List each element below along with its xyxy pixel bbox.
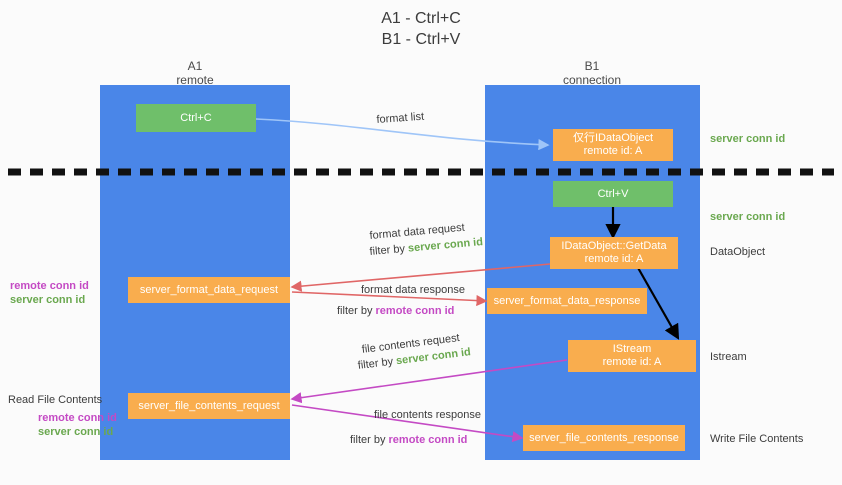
side-note-data-object: DataObject — [710, 245, 765, 259]
node-istream-remote-id: remote id: A — [602, 356, 662, 368]
side-note-server-conn-second: server conn id — [710, 210, 785, 224]
remote-conn-id-text-2: remote conn id — [388, 434, 468, 446]
node-idataobject-label: 仅行IDataObject — [572, 132, 654, 144]
node-server-file-contents-response-label: server_file_contents_response — [529, 431, 679, 444]
side-note-istream: Istream — [710, 350, 747, 364]
side-note-write-file-contents: Write File Contents — [710, 432, 803, 446]
node-ctrl-c-label: Ctrl+C — [180, 111, 212, 124]
edge-label-format-data-response-filter: filter by remote conn id — [337, 304, 454, 319]
node-ctrl-v-label: Ctrl+V — [597, 187, 629, 200]
node-server-format-data-request-label: server_format_data_request — [139, 283, 279, 296]
edge-label-format-list: format list — [376, 110, 425, 128]
node-idataobject-getdata[interactable]: IDataObject::GetData remote id: A — [550, 237, 678, 269]
node-server-format-data-response[interactable]: server_format_data_response — [487, 288, 647, 314]
node-server-file-contents-request-label: server_file_contents_request — [138, 399, 280, 412]
side-note-write-file-contents-text: Write File Contents — [710, 433, 804, 445]
column-a1-title: A1 — [187, 59, 203, 73]
column-header-a1: A1 remote — [130, 59, 260, 87]
edge-label-format-data-response: format data response — [361, 283, 465, 298]
side-note-data-object-text: DataObject — [710, 246, 766, 258]
node-idataobject-getdata-remote-id: remote id: A — [584, 253, 644, 265]
node-server-file-contents-response[interactable]: server_file_contents_response — [523, 425, 685, 451]
filter-by-text-1: filter by — [369, 242, 406, 258]
edge-label-format-data-response-text: format data response — [361, 284, 465, 296]
node-idataobject[interactable]: 仅行IDataObject remote id: A — [553, 129, 673, 161]
left-note-read-file-contents-text: Read File Contents — [8, 394, 103, 406]
node-ctrl-v[interactable]: Ctrl+V — [553, 181, 673, 207]
node-istream-label: IStream — [612, 343, 652, 355]
node-idataobject-getdata-label: IDataObject::GetData — [561, 240, 667, 252]
left-remote-conn-id-2: remote conn id — [38, 412, 117, 424]
title-line-1: A1 - Ctrl+C — [381, 10, 461, 27]
node-server-format-data-response-label: server_format_data_response — [493, 294, 641, 307]
remote-conn-id-text-1: remote conn id — [375, 305, 455, 317]
left-server-conn-id-1: server conn id — [10, 294, 86, 306]
edge-label-file-contents-response-text: file contents response — [374, 409, 482, 421]
filter-by-text-2: filter by — [337, 305, 373, 317]
left-note-conn-pair-top: remote conn id server conn id — [10, 279, 89, 307]
node-idataobject-remote-id: remote id: A — [583, 145, 643, 157]
column-a1-subtitle: remote — [176, 73, 214, 87]
column-header-b1: B1 connection — [527, 59, 657, 87]
left-server-conn-id-2: server conn id — [38, 426, 114, 438]
side-note-istream-text: Istream — [710, 351, 747, 363]
edge-label-format-list-text: format list — [376, 110, 425, 126]
filter-by-text-4: filter by — [350, 434, 386, 446]
edge-label-file-contents-response: file contents response — [374, 408, 481, 423]
side-note-server-conn-second-text: server conn id — [710, 211, 786, 223]
diagram-title: A1 - Ctrl+C B1 - Ctrl+V — [0, 8, 842, 50]
node-istream[interactable]: IStream remote id: A — [568, 340, 696, 372]
column-b1-subtitle: connection — [562, 73, 622, 87]
side-note-server-conn-top: server conn id — [710, 132, 785, 146]
node-server-format-data-request[interactable]: server_format_data_request — [128, 277, 290, 303]
left-remote-conn-id-1: remote conn id — [10, 280, 89, 292]
side-note-server-conn-top-text: server conn id — [710, 133, 786, 145]
left-note-conn-pair-bottom: remote conn id server conn id — [38, 411, 117, 439]
left-note-read-file-contents: Read File Contents — [8, 393, 102, 407]
node-ctrl-c[interactable]: Ctrl+C — [136, 104, 256, 132]
node-server-file-contents-request[interactable]: server_file_contents_request — [128, 393, 290, 419]
column-b1-title: B1 — [584, 59, 600, 73]
filter-by-text-3: filter by — [357, 355, 394, 372]
title-line-2: B1 - Ctrl+V — [381, 31, 461, 48]
edge-label-file-contents-response-filter: filter by remote conn id — [350, 433, 467, 448]
